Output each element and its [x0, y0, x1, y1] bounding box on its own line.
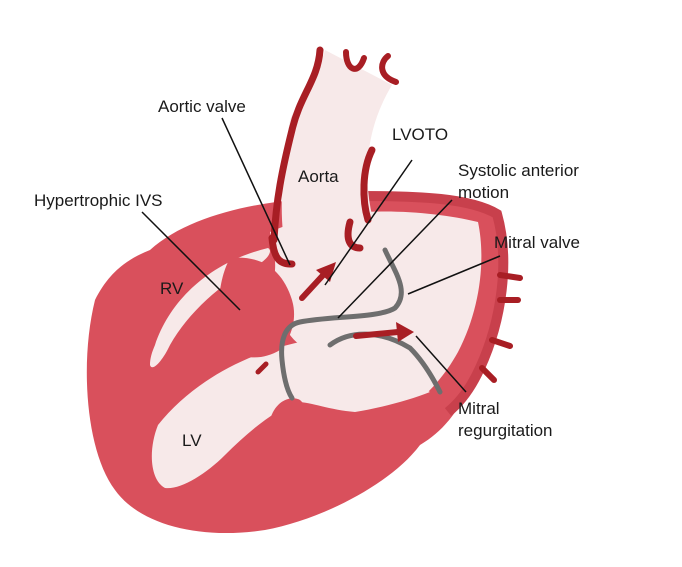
- label-mitral-regurgitation-line2: regurgitation: [458, 421, 553, 440]
- label-lv: LV: [182, 431, 202, 450]
- label-hypertrophic-ivs: Hypertrophic IVS: [34, 191, 163, 210]
- aorta-body: [282, 50, 392, 262]
- label-systolic-anterior-motion-line1: Systolic anterior: [458, 161, 579, 180]
- label-lvoto: LVOTO: [392, 125, 448, 144]
- label-mitral-regurgitation-line1: Mitral: [458, 399, 500, 418]
- aortic-branch-2: [382, 56, 396, 82]
- label-rv: RV: [160, 279, 184, 298]
- pulmonary-vein-1: [500, 275, 520, 278]
- pulmonary-vein-4: [482, 368, 494, 380]
- regurgitation-flow-arrow: [356, 332, 398, 336]
- label-systolic-anterior-motion-line2: motion: [458, 183, 509, 202]
- aortic-branch-1: [346, 52, 364, 69]
- label-aorta: Aorta: [298, 167, 339, 186]
- label-aortic-valve: Aortic valve: [158, 97, 246, 116]
- pulmonary-vein-3: [492, 340, 510, 346]
- label-mitral-valve: Mitral valve: [494, 233, 580, 252]
